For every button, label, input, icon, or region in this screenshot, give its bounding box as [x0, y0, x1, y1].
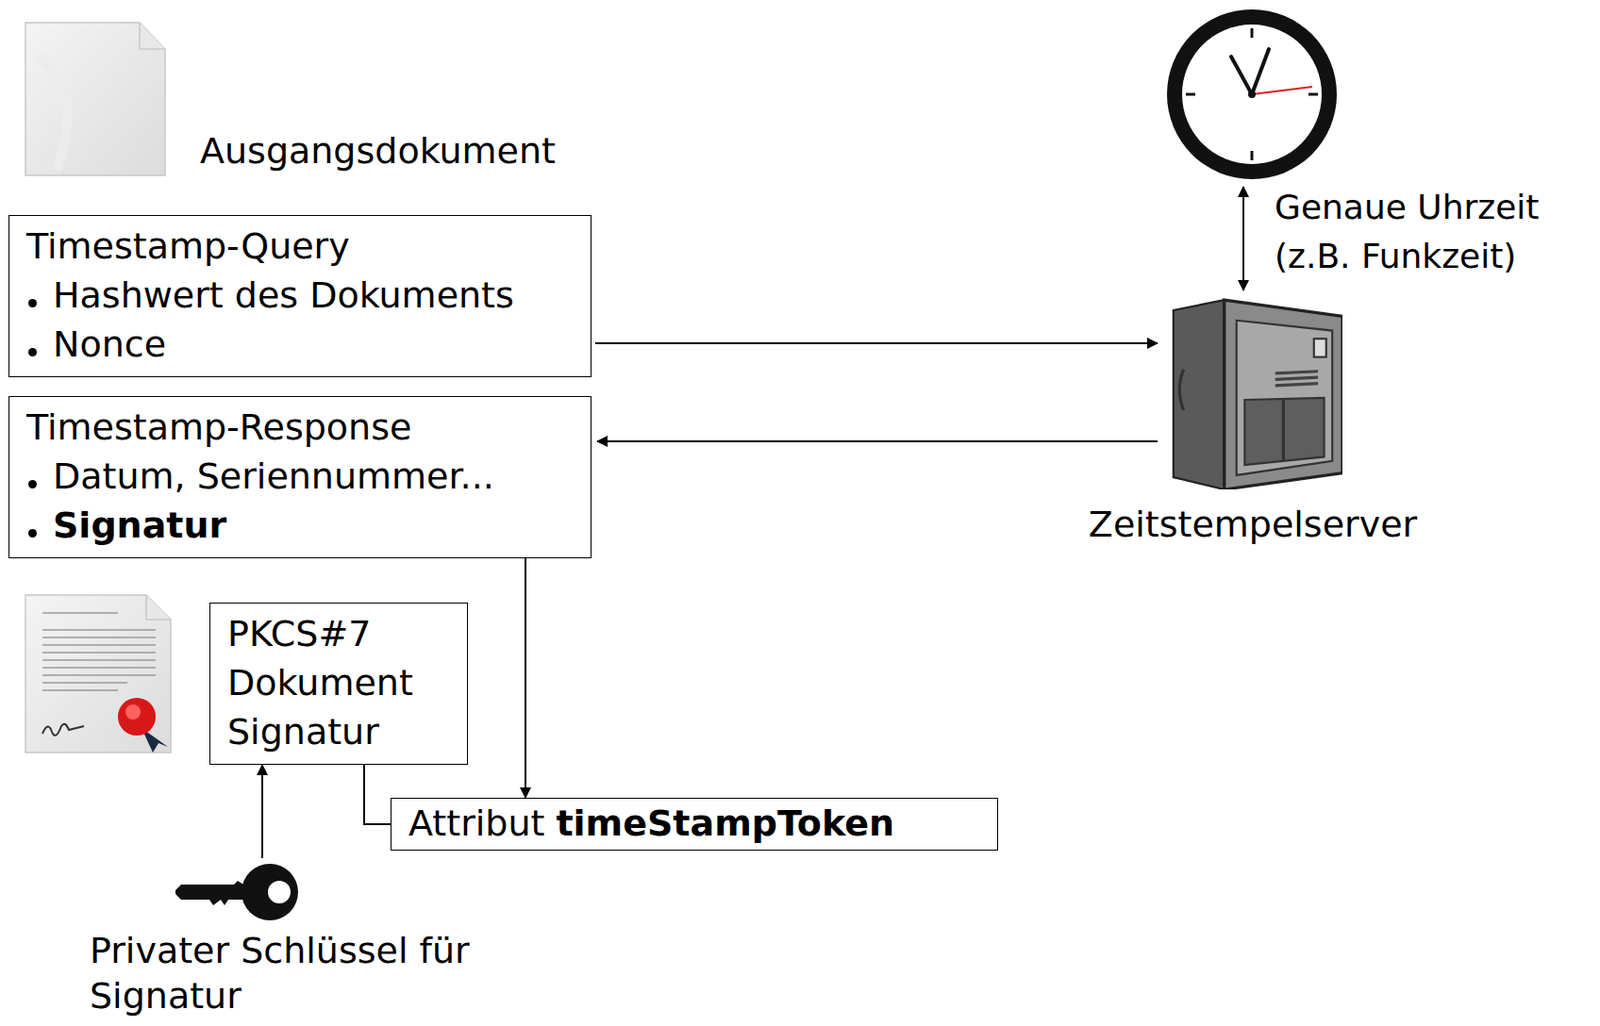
bullet-item: Signatur — [26, 500, 578, 550]
key-node: Privater Schlüssel für Signatur — [175, 862, 299, 924]
document-label: Ausgangsdokument — [200, 126, 556, 176]
connector-arrow — [595, 342, 1158, 345]
bullet-dot — [28, 480, 37, 489]
connector-arrow — [524, 558, 527, 799]
box-line: Signatur — [227, 707, 454, 757]
bullet-text: Nonce — [52, 323, 167, 366]
bullet-text: Hashwert des Dokuments — [52, 274, 515, 317]
server-icon — [1163, 298, 1343, 490]
clock-node: Genaue Uhrzeit (z.B. Funkzeit) — [1165, 7, 1339, 182]
connector-arrow — [597, 440, 1158, 443]
bullet-item: Datum, Seriennummer... — [26, 451, 578, 501]
bullet-text: Signatur — [52, 504, 227, 547]
node-label: Zeitstempelserver — [1078, 500, 1428, 550]
response-box: Timestamp-ResponseDatum, Seriennummer...… — [8, 396, 592, 559]
connector-arrow — [364, 765, 391, 825]
box-line: Dokument — [227, 658, 454, 708]
server-node: Zeitstempelserver — [1163, 298, 1343, 490]
bullet-item: Hashwert des Dokuments — [26, 270, 578, 320]
query-box: Timestamp-QueryHashwert des DokumentsNon… — [8, 215, 592, 378]
connector-arrow — [1242, 186, 1245, 291]
source-document-icon — [25, 22, 166, 176]
bullet-dot — [28, 299, 37, 308]
key-icon — [175, 862, 299, 924]
box-heading: Timestamp-Response — [26, 402, 578, 452]
attribute-text: timeStampToken — [555, 799, 895, 849]
node-label: Privater Schlüssel für Signatur — [89, 928, 486, 1019]
pkcs7-box: PKCS#7DokumentSignatur — [209, 602, 468, 766]
box-heading: PKCS#7 — [227, 609, 454, 659]
bullet-item: Nonce — [26, 319, 578, 369]
bullet-text: Datum, Seriennummer... — [52, 455, 495, 498]
bullet-dot — [28, 348, 37, 357]
bullet-dot — [28, 529, 37, 538]
signed-document-icon — [25, 595, 171, 753]
attribute-box: AttributtimeStampToken — [390, 798, 999, 851]
box-heading: Timestamp-Query — [26, 221, 578, 271]
attribute-text: Attribut — [408, 799, 545, 849]
clock-icon — [1165, 7, 1339, 182]
node-label: Genaue Uhrzeit (z.B. Funkzeit) — [1274, 183, 1586, 282]
connector-arrow — [261, 765, 264, 859]
